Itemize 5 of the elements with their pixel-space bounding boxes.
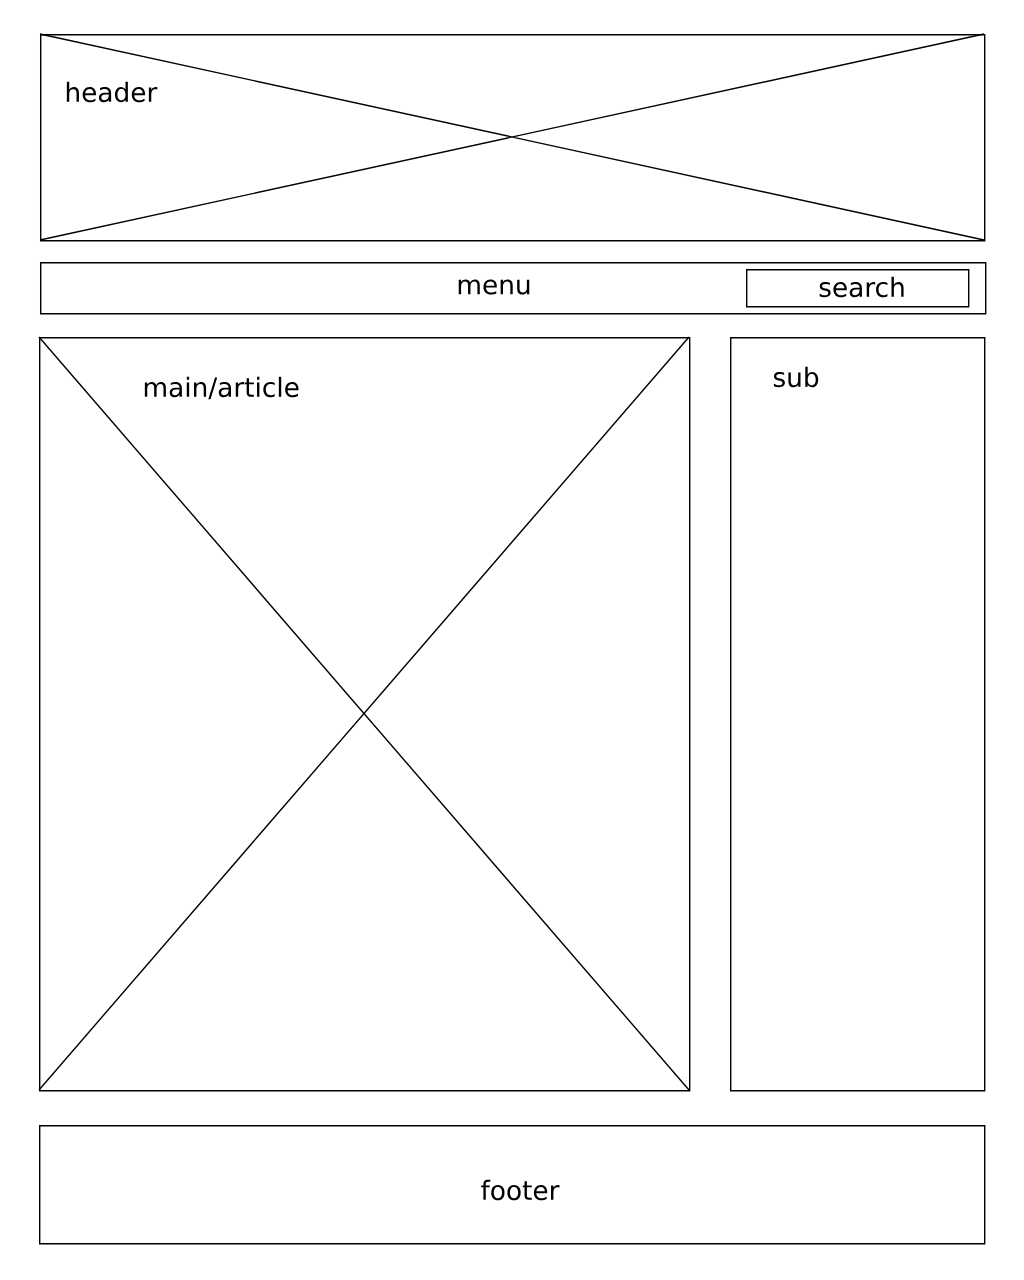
section-label: header bbox=[66, 81, 158, 103]
footer-box: footer bbox=[39, 1125, 986, 1245]
section-label: main/article bbox=[144, 376, 299, 400]
search-box: search bbox=[746, 269, 970, 308]
sub-column: sub bbox=[730, 337, 986, 1092]
